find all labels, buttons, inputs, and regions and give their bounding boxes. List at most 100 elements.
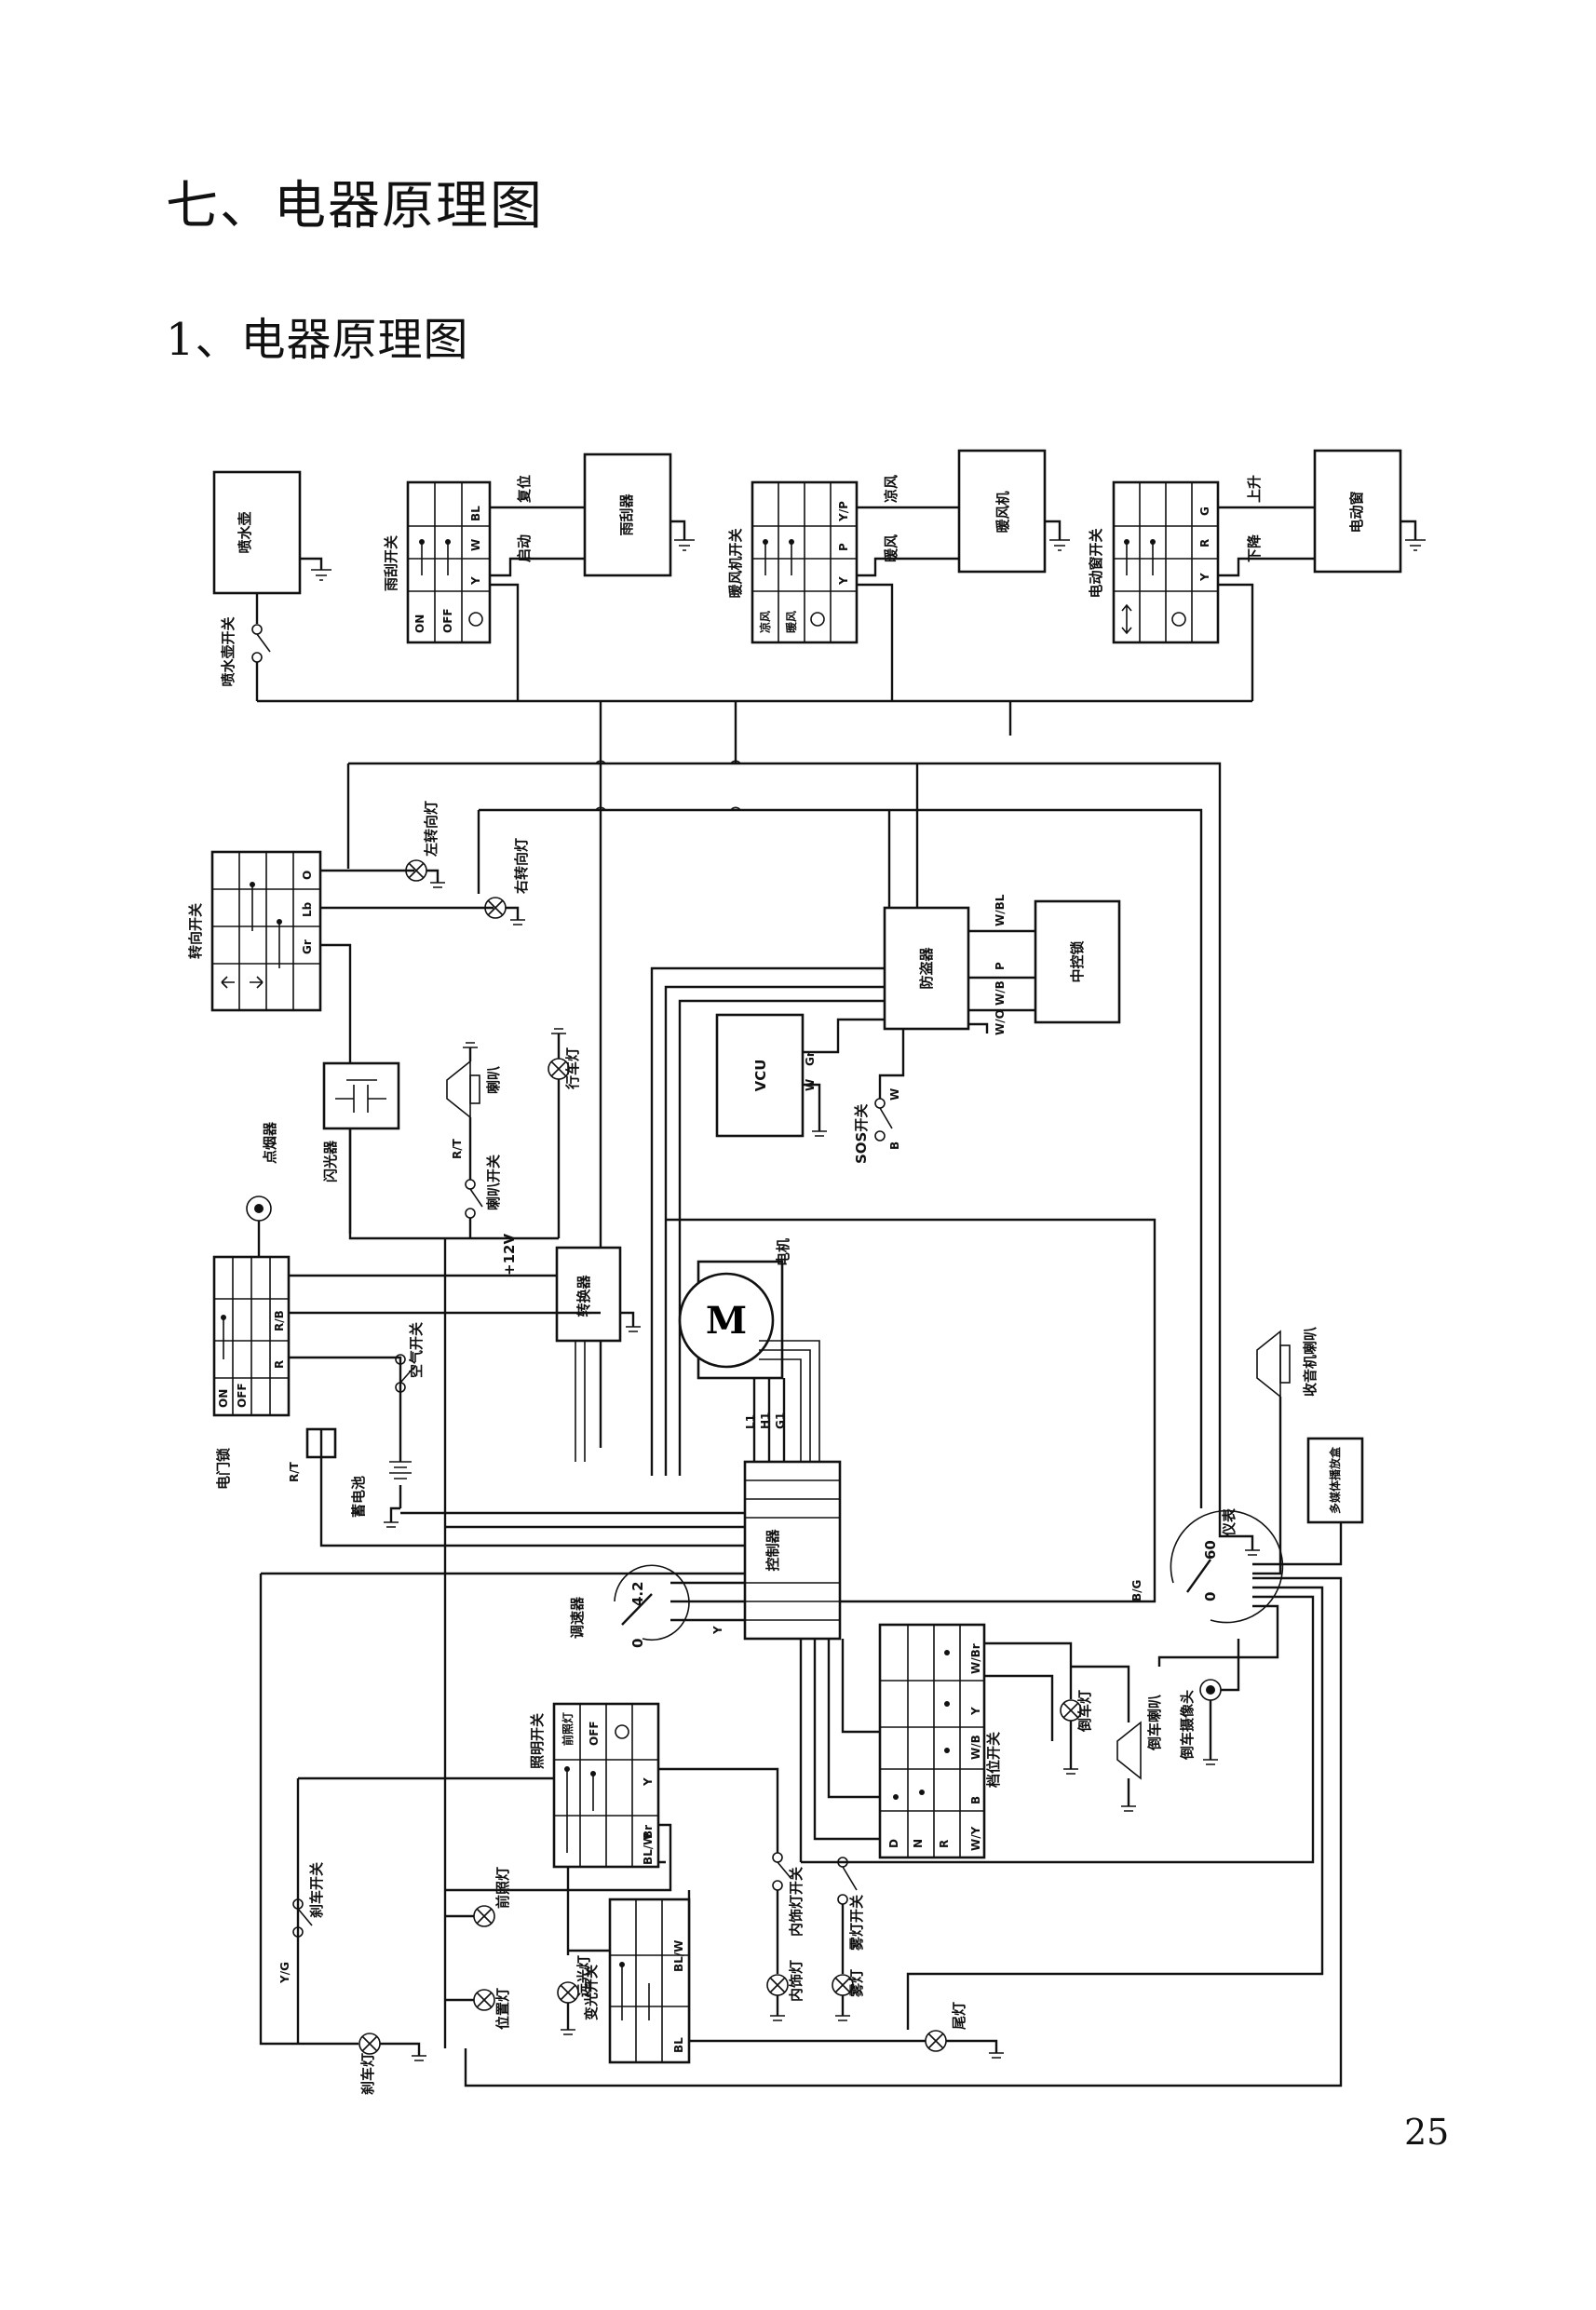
- svg-text:行车灯: 行车灯: [564, 1047, 581, 1090]
- page-subtitle: 1、电器原理图: [166, 314, 469, 366]
- svg-text:刹车开关: 刹车开关: [308, 1862, 325, 1918]
- svg-text:多媒体播放盒: 多媒体播放盒: [1328, 1446, 1342, 1514]
- svg-text:0: 0: [1202, 1592, 1219, 1601]
- svg-text:Gr: Gr: [301, 939, 314, 954]
- svg-text:W: W: [888, 1088, 901, 1101]
- svg-text:OFF: OFF: [588, 1721, 601, 1746]
- svg-text:雾灯: 雾灯: [848, 1969, 865, 1998]
- svg-text:OFF: OFF: [441, 608, 454, 633]
- svg-text:变光开关: 变光开关: [583, 1965, 600, 2020]
- brake-switch: 刹车开关 Y/G: [278, 1862, 325, 1984]
- svg-text:Lb: Lb: [301, 901, 314, 917]
- svg-text:倒车喇叭: 倒车喇叭: [1146, 1695, 1163, 1751]
- svg-text:Y: Y: [969, 1707, 982, 1716]
- beam-switch: BL/W BL 变光开关: [583, 1898, 691, 2064]
- svg-text:雨刮器: 雨刮器: [618, 493, 635, 536]
- svg-text:照明开关: 照明开关: [529, 1713, 546, 1769]
- svg-text:暖风: 暖风: [883, 534, 899, 562]
- fog-light: 雾灯: [832, 1969, 865, 2021]
- sos-switch: W B SOS开关: [853, 1029, 905, 1164]
- svg-text:Br: Br: [642, 1825, 655, 1839]
- page-number: 25: [1404, 2112, 1450, 2153]
- svg-text:凉风: 凉风: [883, 475, 899, 503]
- svg-text:仪表: 仪表: [1221, 1507, 1238, 1537]
- window-motor: 电动窗 上升 下降: [1218, 449, 1426, 701]
- svg-text:W/B: W/B: [969, 1735, 982, 1760]
- svg-text:W/B: W/B: [994, 980, 1007, 1006]
- svg-text:蓄电池: 蓄电池: [350, 1476, 367, 1518]
- svg-text:电动窗: 电动窗: [1348, 491, 1365, 533]
- left-turn-lamp: 左转向灯: [405, 801, 445, 888]
- svg-text:右转向灯: 右转向灯: [513, 838, 530, 894]
- svg-text:W/Br: W/Br: [969, 1643, 982, 1674]
- svg-text:M: M: [706, 1299, 747, 1343]
- flasher: 闪光器: [322, 1061, 559, 1240]
- battery: 蓄电池 R/T: [288, 1427, 412, 1528]
- svg-text:Y: Y: [642, 1777, 655, 1787]
- anti-theft-module: 防盗器 W/BL P W/B W/O: [883, 894, 1035, 1035]
- svg-text:W: W: [469, 539, 482, 551]
- svg-text:喷水壶: 喷水壶: [237, 511, 253, 553]
- svg-text:ON: ON: [413, 615, 426, 633]
- headlight-lamp: 前照灯: [445, 1867, 511, 1927]
- svg-text:倒车灯: 倒车灯: [1076, 1690, 1093, 1733]
- svg-text:VCU: VCU: [752, 1060, 769, 1092]
- svg-text:前照灯: 前照灯: [561, 1712, 575, 1746]
- speed-regulator: 0 4.2 调速器 Y: [569, 1564, 745, 1648]
- vcu-module: VCU Gr W: [715, 1013, 885, 1138]
- svg-text:R: R: [1198, 539, 1211, 547]
- svg-text:中控锁: 中控锁: [1069, 940, 1086, 982]
- svg-text:刹车灯: 刹车灯: [359, 2053, 376, 2095]
- gear-switch: W/Br Y W/B B W/Y D N R 档位开关: [878, 1623, 1002, 1859]
- reverse-buzzer: 倒车喇叭: [1071, 1665, 1163, 1812]
- svg-text:0: 0: [629, 1639, 646, 1648]
- svg-text:电动窗开关: 电动窗开关: [1088, 528, 1104, 598]
- svg-text:尾灯: 尾灯: [951, 2002, 967, 2030]
- heater-fan: 暖风机 凉风 暖风: [857, 449, 1070, 701]
- wiper-switch: ON OFF BL W Y 雨刮开关: [383, 480, 492, 644]
- svg-text:收音机喇叭: 收音机喇叭: [1302, 1327, 1319, 1397]
- svg-text:BL: BL: [672, 2037, 685, 2053]
- svg-text:暖风机: 暖风机: [994, 491, 1011, 533]
- central-lock: 中控锁: [1034, 899, 1121, 1024]
- svg-text:R: R: [938, 1840, 951, 1848]
- window-switch: G R Y 电动窗开关: [1088, 480, 1220, 644]
- svg-text:Gr: Gr: [804, 1051, 817, 1066]
- svg-text:控制器: 控制器: [764, 1529, 781, 1572]
- brake-lamp: 刹车灯: [358, 2033, 426, 2095]
- svg-text:P: P: [994, 962, 1007, 970]
- svg-text:启动: 启动: [516, 534, 533, 562]
- svg-text:远光灯: 远光灯: [575, 1955, 592, 1997]
- svg-text:调速器: 调速器: [569, 1596, 586, 1639]
- high-beam-light: 远光灯: [557, 1955, 592, 2035]
- svg-text:Y: Y: [1198, 573, 1211, 582]
- svg-text:位置灯: 位置灯: [494, 1988, 511, 2030]
- svg-text:BL/W: BL/W: [642, 1833, 655, 1865]
- svg-text:Y/G: Y/G: [278, 1962, 291, 1984]
- multimedia-box: 多媒体播放盒: [1252, 1437, 1364, 1566]
- svg-text:电机: 电机: [775, 1238, 791, 1266]
- svg-text:W/Y: W/Y: [969, 1826, 982, 1851]
- svg-text:R/T: R/T: [451, 1138, 464, 1159]
- motor-controller: 控制器: [743, 1460, 842, 1641]
- svg-text:R/B: R/B: [273, 1310, 286, 1331]
- radio-speaker: 收音机喇叭: [1252, 1327, 1319, 1575]
- dc-converter: 转换器: [555, 1246, 641, 1462]
- svg-text:内饰灯: 内饰灯: [788, 1960, 805, 2002]
- svg-text:W/BL: W/BL: [994, 894, 1007, 926]
- svg-text:复位: 复位: [516, 475, 533, 504]
- svg-text:Y: Y: [711, 1626, 724, 1635]
- svg-text:R: R: [273, 1360, 286, 1369]
- svg-text:凉风: 凉风: [758, 611, 772, 633]
- svg-text:W/O: W/O: [994, 1009, 1007, 1035]
- right-turn-lamp: 右转向灯: [484, 838, 530, 925]
- svg-text:G: G: [1198, 507, 1211, 516]
- svg-text:P: P: [837, 543, 850, 551]
- svg-text:SOS开关: SOS开关: [853, 1104, 870, 1164]
- svg-text:电门锁: 电门锁: [215, 1448, 232, 1490]
- svg-text:转换器: 转换器: [575, 1275, 592, 1317]
- svg-text:B: B: [969, 1796, 982, 1804]
- wiper-motor: 雨刮器 复位 启动: [490, 453, 695, 701]
- reverse-camera: 倒车摄像头: [1179, 1639, 1240, 1765]
